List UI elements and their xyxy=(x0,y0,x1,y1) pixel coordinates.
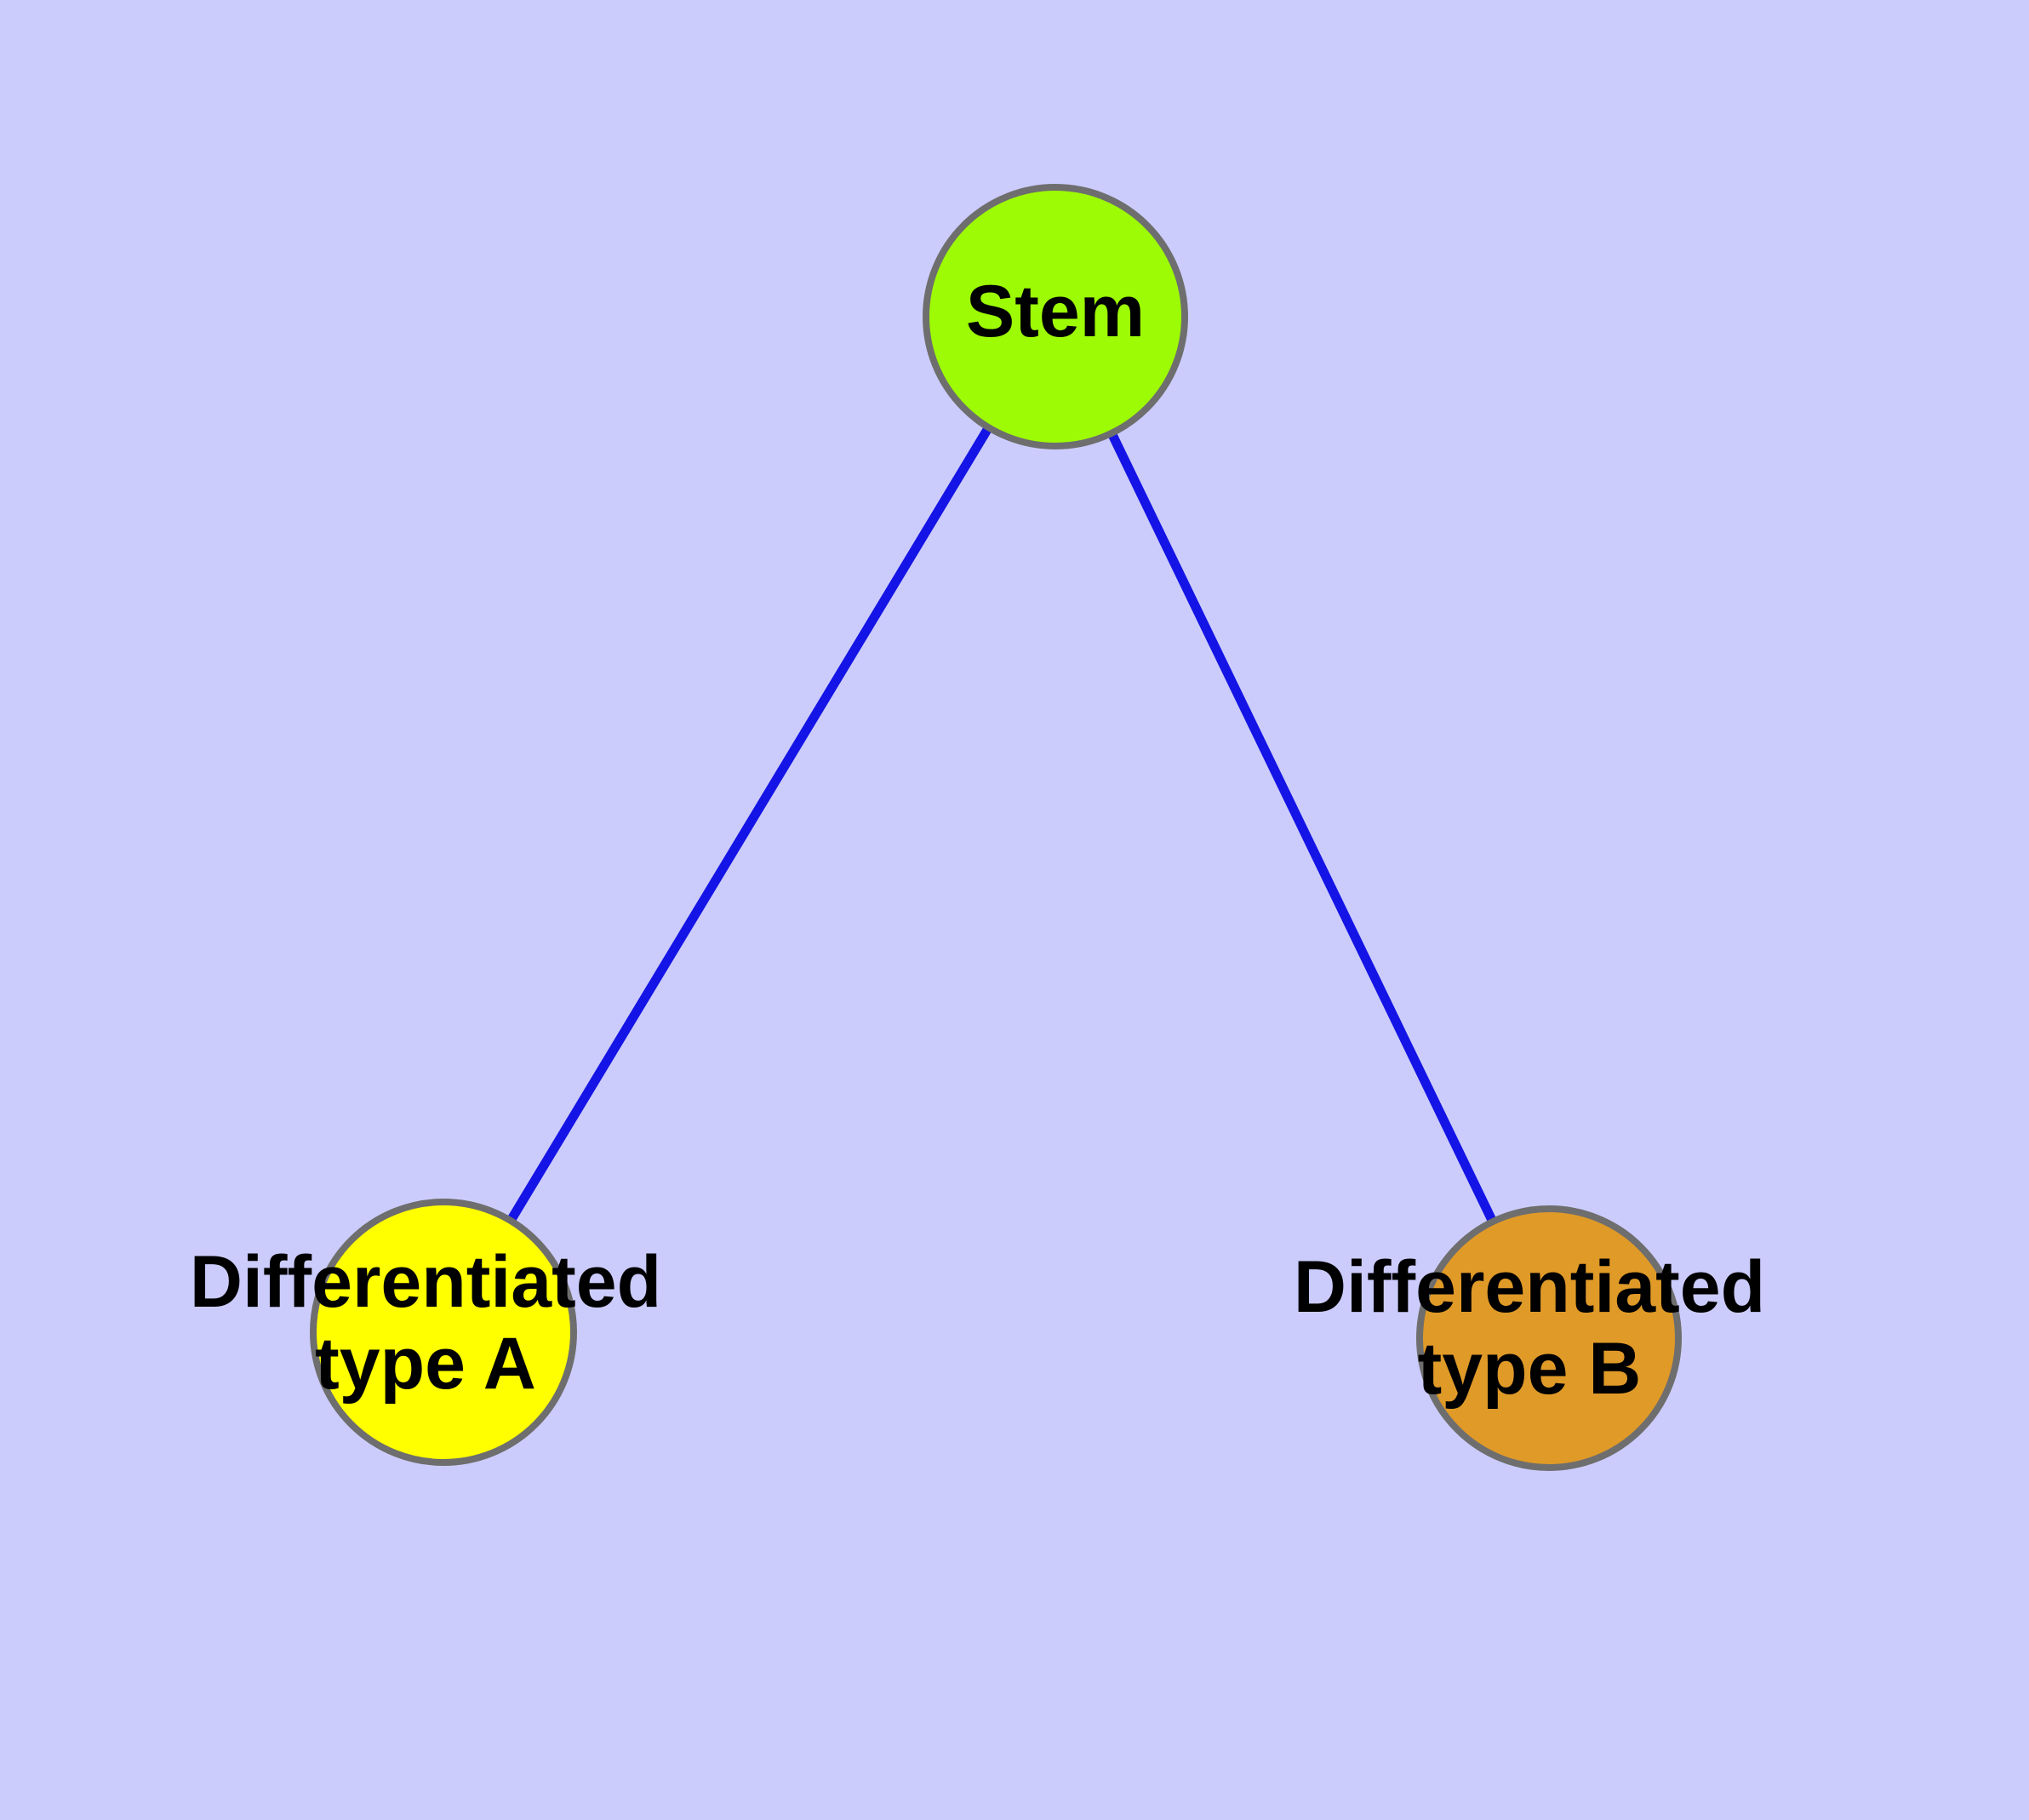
edge-stem-to-diff-b[interactable] xyxy=(1051,314,1553,1341)
edge-layer xyxy=(439,314,1553,1341)
node-layer xyxy=(310,184,1682,1471)
edge-stem-to-diff-a[interactable] xyxy=(439,314,1060,1335)
node-stem[interactable] xyxy=(923,184,1188,449)
node-diff-a[interactable] xyxy=(310,1199,577,1466)
node-diff-b[interactable] xyxy=(1416,1205,1682,1471)
node-label-stem: Stem xyxy=(966,271,1145,352)
